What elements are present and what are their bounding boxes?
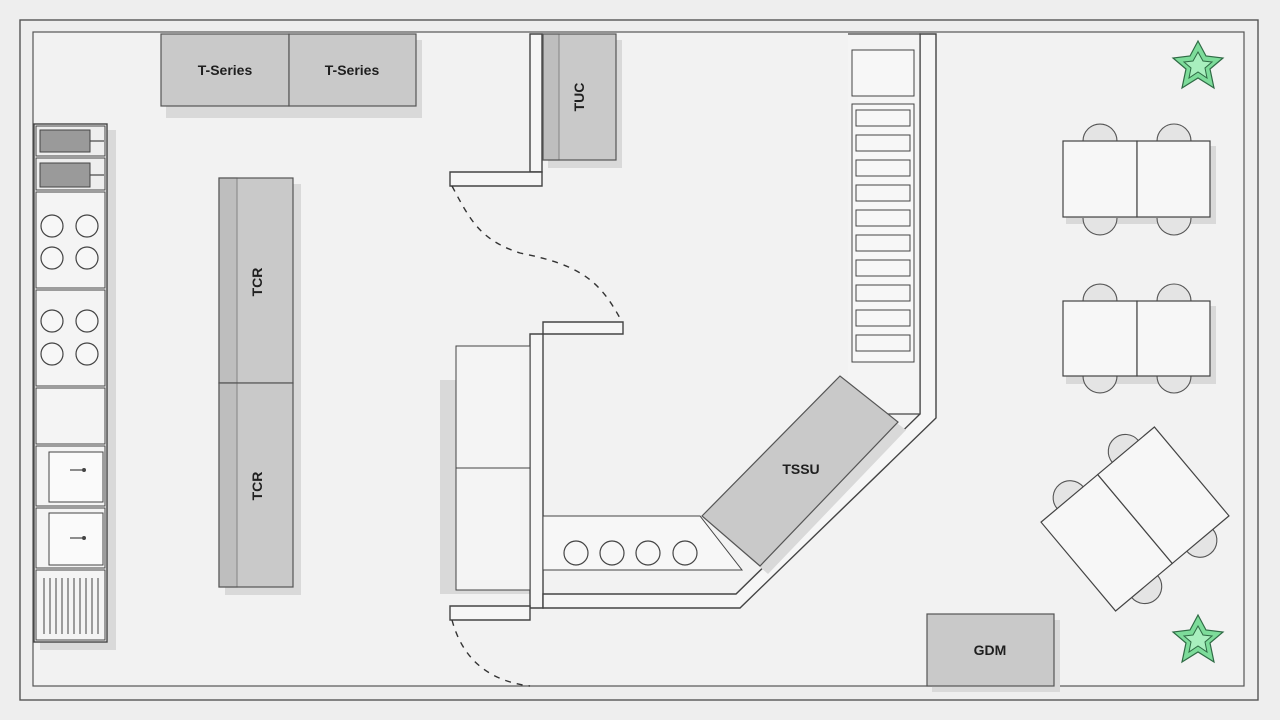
tssu-label: TSSU [782,461,819,477]
drainboard [35,569,106,641]
sink-1[interactable] [35,445,106,507]
room-inner-wall [32,31,1245,687]
dining-table-3[interactable] [1030,414,1240,624]
tssu-unit[interactable]: TSSU [701,375,906,574]
dining-table-2[interactable] [1062,283,1216,394]
griddle[interactable] [35,387,106,445]
t-series-unit-2[interactable]: T-Series [288,33,422,118]
plant-icon [1171,613,1225,664]
pan-rail[interactable] [851,103,915,363]
t-series-unit-1[interactable]: T-Series [160,33,296,118]
door-swing-upper[interactable] [451,185,623,323]
tcr-label-1: TCR [249,268,265,297]
well-2 [599,540,625,566]
room-outer-wall [19,19,1259,701]
well-1 [563,540,589,566]
range-top-2[interactable] [35,289,106,387]
tuc-unit[interactable]: TUC [542,33,622,168]
pass-counter-2[interactable] [455,467,531,591]
pass-counter-1[interactable] [455,345,531,469]
tcr-unit-2[interactable]: TCR [218,382,301,595]
partition-wall [440,33,624,621]
plant-icon [1171,39,1225,90]
tcr-unit-1[interactable]: TCR [218,177,301,394]
tcr-label-2: TCR [249,472,265,501]
fryer-2[interactable] [35,157,106,191]
well-3 [635,540,661,566]
gdm-label: GDM [974,642,1007,658]
sink-2[interactable] [35,507,106,569]
rail-top-bin[interactable] [851,49,915,97]
door-swing-lower[interactable] [451,619,531,687]
t-series-label-2: T-Series [325,62,380,78]
well-4 [672,540,698,566]
cooking-line [33,123,116,650]
service-counter [542,33,937,609]
range-top-1[interactable] [35,191,106,289]
tuc-label: TUC [571,83,587,112]
fryer-1[interactable] [35,125,106,157]
dining-table-1[interactable] [1062,123,1216,236]
gdm-unit[interactable]: GDM [926,613,1060,692]
t-series-label-1: T-Series [198,62,253,78]
